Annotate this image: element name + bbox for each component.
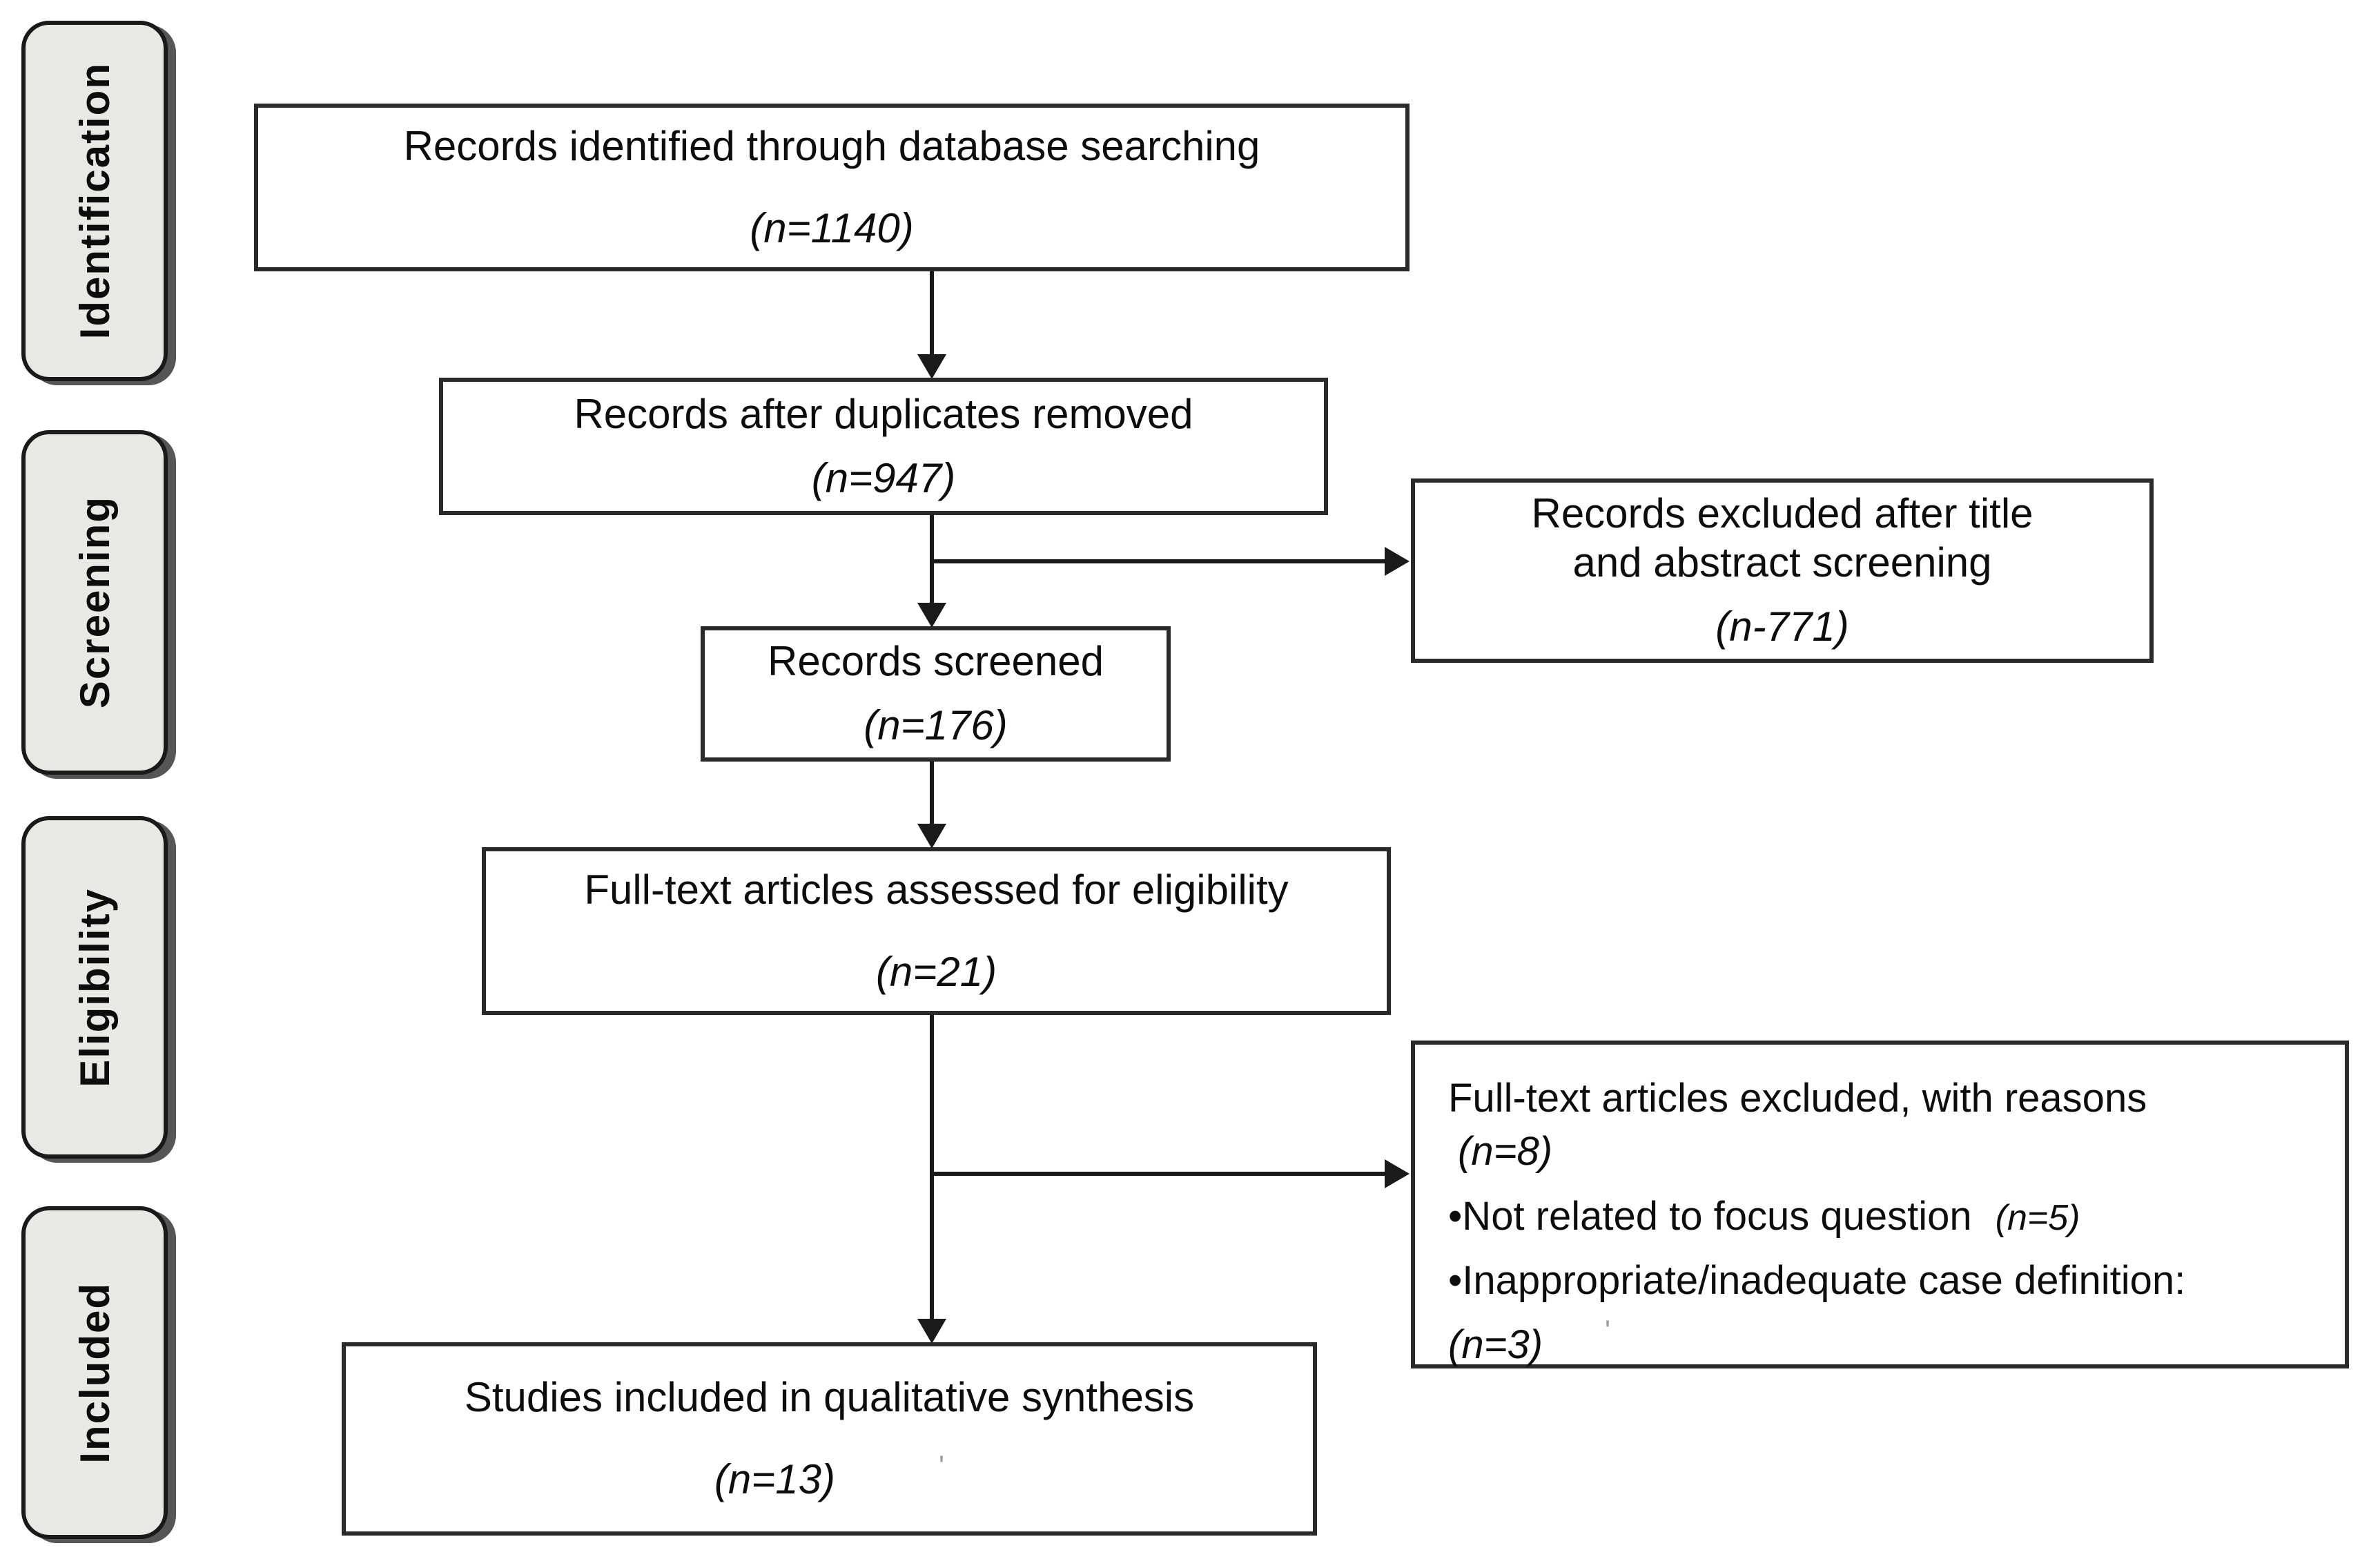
- stage-screening: Screening: [21, 430, 168, 775]
- box-duplicates-removed-count: (n=947): [811, 454, 956, 501]
- arrowhead-excluded-title-abstract: [1385, 547, 1410, 576]
- box-excluded-title-abstract-line1: Records excluded after title: [1531, 490, 2033, 537]
- stray-mark-n3: ': [1605, 1314, 1611, 1347]
- connector-identified-to-duplicates: [930, 271, 934, 356]
- connector-branch-title-abstract: [930, 559, 1387, 563]
- box-studies-included-count: (n=13)': [714, 1449, 945, 1502]
- box-fulltext-assessed-count: (n=21): [875, 948, 997, 995]
- box-fulltext-assessed: Full-text articles assessed for eligibil…: [482, 847, 1391, 1015]
- box-records-identified-text: Records identified through database sear…: [403, 122, 1260, 169]
- stage-included: Included: [21, 1206, 168, 1539]
- box-fulltext-excluded-count: (n=8): [1458, 1129, 1553, 1174]
- box-records-screened-text: Records screened: [768, 638, 1104, 685]
- arrowhead-fulltext: [917, 824, 946, 849]
- box-records-identified-count: (n=1140): [750, 204, 914, 251]
- connector-fulltext-to-included: [930, 1015, 934, 1320]
- box-fulltext-excluded-reason2: •Inappropriate/inadequate case definitio…: [1448, 1257, 2186, 1303]
- box-fulltext-excluded-reason2-count: (n=3)': [1448, 1314, 1611, 1368]
- stage-screening-label: Screening: [71, 496, 118, 709]
- reason1-count: (n=5): [1995, 1197, 2080, 1238]
- box-records-screened-count: (n=176): [864, 702, 1008, 748]
- box-excluded-title-abstract-count: (n-771): [1715, 603, 1849, 650]
- stray-mark-n13: ': [939, 1449, 945, 1482]
- arrowhead-included: [917, 1319, 946, 1344]
- stage-eligibility-label: Eligibility: [71, 887, 118, 1087]
- stage-included-label: Included: [71, 1281, 118, 1464]
- box-fulltext-excluded-reason1: •Not related to focus question(n=5): [1448, 1193, 2080, 1239]
- arrowhead-fulltext-excluded: [1385, 1159, 1410, 1188]
- stage-identification: Identification: [21, 21, 168, 381]
- box-records-screened: Records screened (n=176): [701, 626, 1171, 762]
- arrowhead-screened: [917, 603, 946, 628]
- box-fulltext-assessed-text: Full-text articles assessed for eligibil…: [584, 866, 1289, 913]
- arrowhead-duplicates: [917, 354, 946, 379]
- connector-screened-to-fulltext: [930, 762, 934, 825]
- box-duplicates-removed-text: Records after duplicates removed: [574, 390, 1193, 437]
- box-excluded-title-abstract-line2: and abstract screening: [1572, 539, 1992, 586]
- stage-identification-label: Identification: [71, 62, 118, 340]
- box-studies-included-text: Studies included in qualitative synthesi…: [464, 1374, 1195, 1421]
- box-studies-included: Studies included in qualitative synthesi…: [342, 1342, 1317, 1536]
- box-records-identified: Records identified through database sear…: [254, 104, 1410, 271]
- box-fulltext-excluded-title: Full-text articles excluded, with reason…: [1448, 1076, 2147, 1121]
- connector-branch-fulltext-excluded: [930, 1172, 1387, 1176]
- box-fulltext-excluded: Full-text articles excluded, with reason…: [1411, 1041, 2349, 1368]
- box-duplicates-removed: Records after duplicates removed (n=947): [439, 378, 1328, 515]
- stage-eligibility: Eligibility: [21, 816, 168, 1159]
- box-excluded-title-abstract: Records excluded after title and abstrac…: [1411, 478, 2154, 663]
